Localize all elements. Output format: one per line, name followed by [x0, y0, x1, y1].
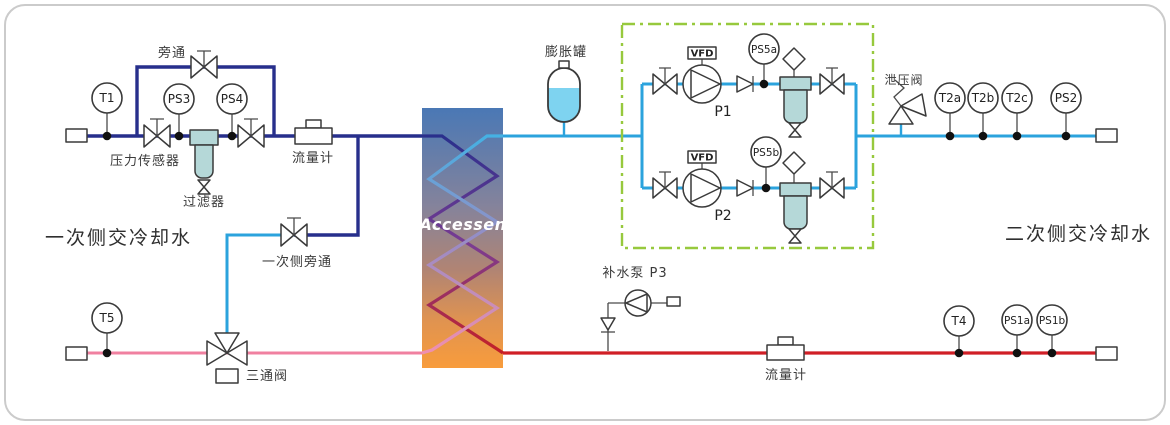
gauge-t2a: T2a	[934, 82, 966, 141]
main-filter	[189, 129, 219, 195]
cold-side-coil	[421, 134, 503, 355]
p1-outlet-valve	[819, 67, 845, 95]
gauge-t2c-label: T2c	[1005, 91, 1028, 105]
primary-bypass-pipe	[225, 233, 294, 339]
pump-group-boundary	[620, 22, 875, 250]
pump-p1-label: P1	[714, 104, 731, 120]
bypass-valve-top	[190, 50, 218, 79]
three-way-valve-label: 三通阀	[246, 369, 288, 384]
gauge-ps1a: PS1a	[1001, 304, 1033, 358]
secondary-return-inlet-stub	[1095, 346, 1118, 361]
gauge-t1-label: T1	[99, 91, 115, 105]
check-valve-p2	[736, 179, 754, 197]
relief-valve-label: 泄压阀	[884, 73, 923, 87]
vfd-box-p2	[687, 150, 717, 164]
gauge-ps5b: PS5b	[750, 136, 782, 193]
secondary-flow-meter-label: 流量计	[765, 368, 807, 383]
gauge-ps5b-label: PS5b	[753, 147, 780, 159]
gauge-ps1b: PS1b	[1036, 304, 1068, 358]
gauge-ps3: PS3	[163, 83, 195, 141]
tank-water-fill	[548, 88, 580, 122]
vfd-label-p1: VFD	[691, 49, 714, 60]
makeup-check-valve	[600, 317, 616, 333]
primary-side-title: 一次侧交冷却水	[45, 227, 192, 249]
check-valve-p1	[736, 75, 754, 93]
gauge-ps1b-label: PS1b	[1039, 315, 1066, 327]
p2-outlet-valve	[819, 171, 845, 199]
primary-supply-inlet-stub	[65, 128, 88, 143]
strainer-p1-drain-valve	[788, 122, 802, 138]
gauge-ps2-label: PS2	[1055, 91, 1078, 105]
pump-p2-label: P2	[714, 208, 731, 224]
plate-heat-exchanger: Accessen	[418, 108, 507, 368]
gauge-t4-label: T4	[951, 314, 967, 328]
secondary-flow-meter	[766, 336, 805, 361]
three-way-valve-actuator	[215, 368, 239, 384]
gauge-t1: T1	[91, 82, 123, 141]
pressure-sensor-label: 压力传感器	[110, 153, 180, 169]
gauge-ps5a-label: PS5a	[751, 44, 777, 56]
page-border	[4, 4, 1166, 421]
three-way-valve	[206, 332, 248, 384]
p1-inlet-valve	[652, 67, 678, 95]
secondary-side-title: 二次侧交冷却水	[1005, 223, 1152, 245]
filter-drain-valve	[197, 179, 211, 195]
gauge-t5-label: T5	[99, 311, 115, 325]
makeup-pump-p3	[600, 289, 681, 351]
exchanger-brand-label: Accessen	[418, 215, 507, 234]
primary-bypass-label: 一次侧旁通	[262, 254, 332, 270]
hot-side-coil	[422, 134, 504, 355]
gauge-ps3-label: PS3	[168, 92, 191, 106]
pump-p1: VFD P1	[682, 46, 732, 120]
strainer-p2-drain-valve	[788, 228, 802, 244]
gauge-t2c: T2c	[1001, 82, 1033, 141]
gauge-ps1a-label: PS1a	[1004, 315, 1030, 327]
primary-bypass-valve	[280, 217, 308, 247]
pump-p2: VFD P2	[682, 150, 732, 224]
bypass-label: 旁通	[158, 45, 186, 61]
gauge-t2b-label: T2b	[971, 91, 995, 105]
strainer-p1	[779, 47, 812, 138]
inlet-isolation-valve-right	[237, 118, 265, 148]
gauge-t2b: T2b	[967, 82, 999, 141]
primary-flow-meter-label: 流量计	[292, 151, 334, 166]
primary-return-outlet-stub	[65, 346, 88, 361]
gauge-t4: T4	[943, 305, 975, 358]
vfd-box-p1	[687, 46, 717, 60]
makeup-pump-label: 补水泵 P3	[602, 266, 667, 281]
relief-valve-spring	[893, 79, 905, 107]
vfd-label-p2: VFD	[691, 153, 714, 164]
makeup-supply-stub	[666, 296, 681, 307]
tank-cap	[558, 60, 570, 69]
secondary-supply-outlet-stub	[1095, 128, 1118, 143]
gauge-ps5a: PS5a	[748, 33, 780, 89]
gauge-t5: T5	[91, 302, 123, 358]
expansion-tank	[547, 60, 581, 123]
gauge-ps4: PS4	[216, 83, 248, 141]
strainer-p2	[779, 151, 812, 244]
primary-flow-meter	[294, 119, 333, 145]
gauge-ps2: PS2	[1050, 82, 1082, 141]
filter-label: 过滤器	[183, 195, 225, 210]
relief-valve	[888, 79, 927, 125]
expansion-tank-label: 膨胀罐	[545, 45, 587, 60]
p2-inlet-valve	[652, 171, 678, 199]
gauge-t2a-label: T2a	[938, 91, 961, 105]
gauge-ps4-label: PS4	[221, 92, 244, 106]
inlet-isolation-valve-left	[143, 118, 171, 148]
